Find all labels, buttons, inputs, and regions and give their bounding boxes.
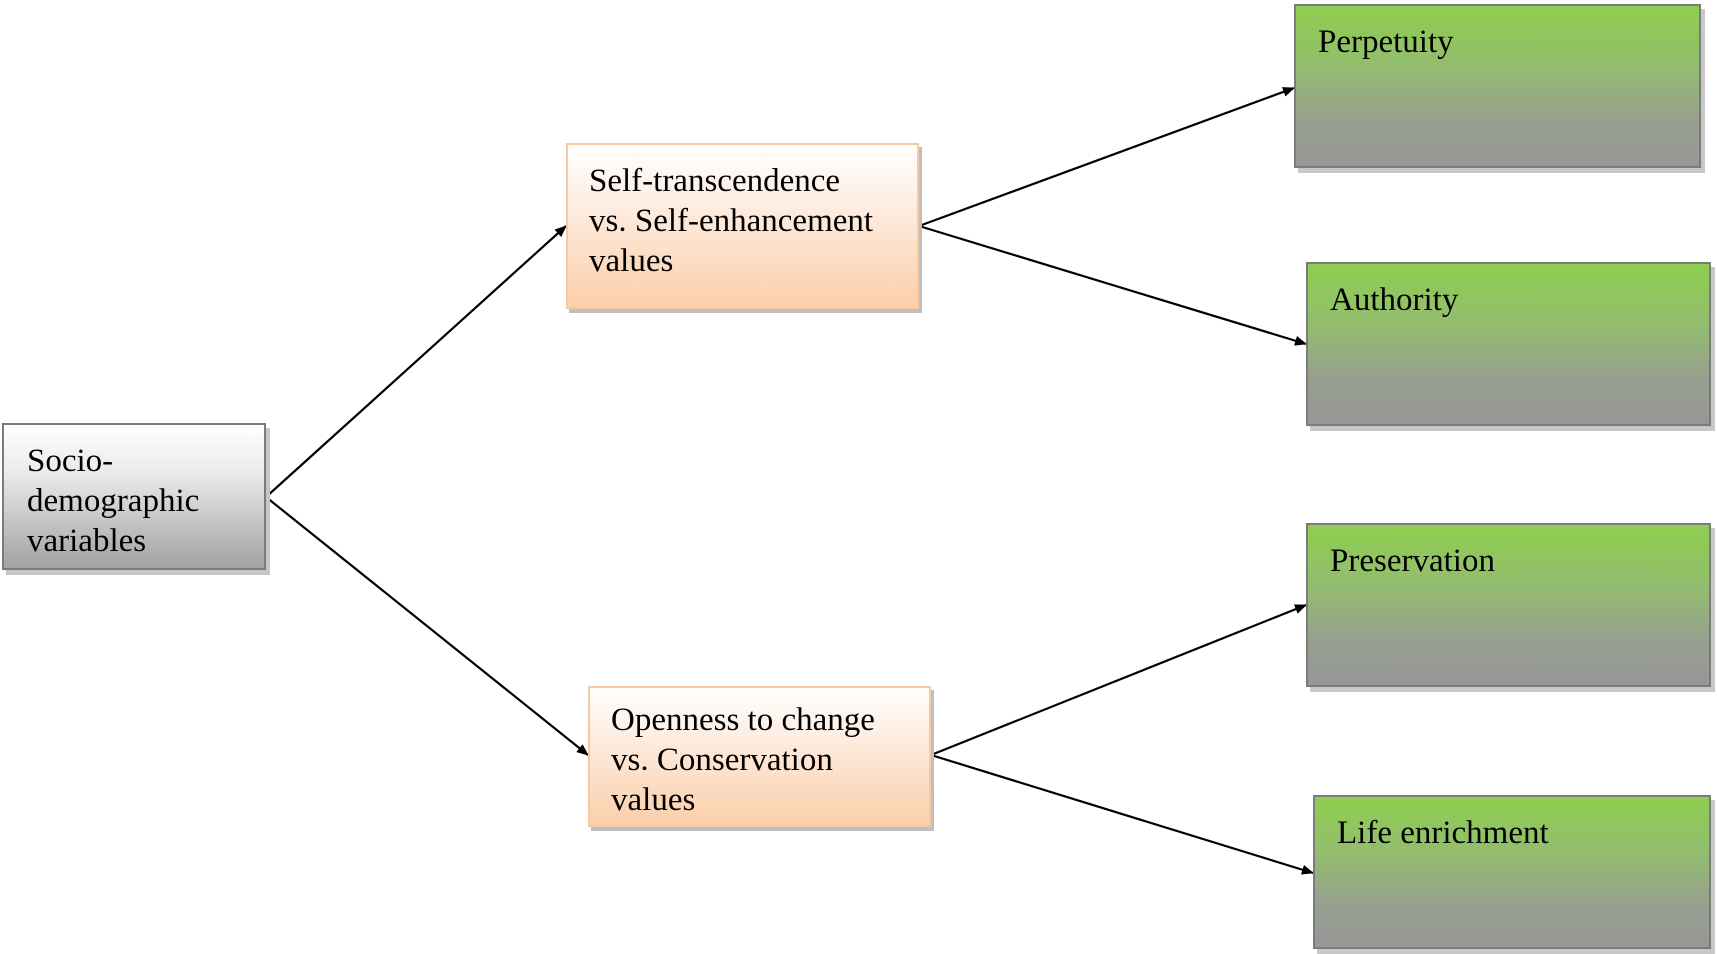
node-label: Authority <box>1330 282 1459 318</box>
arrow-openness-to-life <box>930 753 1314 875</box>
node-self-transcendence-values: Self-transcendence vs. Self-enhancement … <box>566 143 919 309</box>
node-text-line: values <box>611 782 696 818</box>
node-perpetuity: Perpetuity <box>1294 4 1701 168</box>
arrow-self-to-authority <box>918 224 1307 346</box>
node-socio-demographic-variables: Socio- demographic variables <box>2 423 266 570</box>
node-label: Preservation <box>1330 543 1495 579</box>
node-openness-to-change-values: Openness to change vs. Conservation valu… <box>588 686 931 827</box>
node-text-line: variables <box>27 523 147 559</box>
node-label: Perpetuity <box>1318 24 1454 60</box>
node-preservation: Preservation <box>1306 523 1711 687</box>
node-text-line: values <box>589 243 674 279</box>
node-life-enrichment: Life enrichment <box>1313 795 1711 949</box>
arrow-self-to-perpetuity <box>918 86 1295 228</box>
arrow-openness-to-preservation <box>930 603 1307 757</box>
node-text-line: Socio- <box>27 443 114 479</box>
node-label: Life enrichment <box>1337 815 1549 851</box>
node-text-line: demographic <box>27 483 200 519</box>
arrow-socio-to-self <box>265 225 567 498</box>
node-text-line: Self-transcendence <box>589 163 841 199</box>
node-text-line: vs. Conservation <box>611 742 833 778</box>
node-authority: Authority <box>1306 262 1711 426</box>
node-text-line: Openness to change <box>611 702 875 738</box>
arrow-socio-to-openness <box>265 496 589 756</box>
node-text-line: vs. Self-enhancement <box>589 203 874 239</box>
